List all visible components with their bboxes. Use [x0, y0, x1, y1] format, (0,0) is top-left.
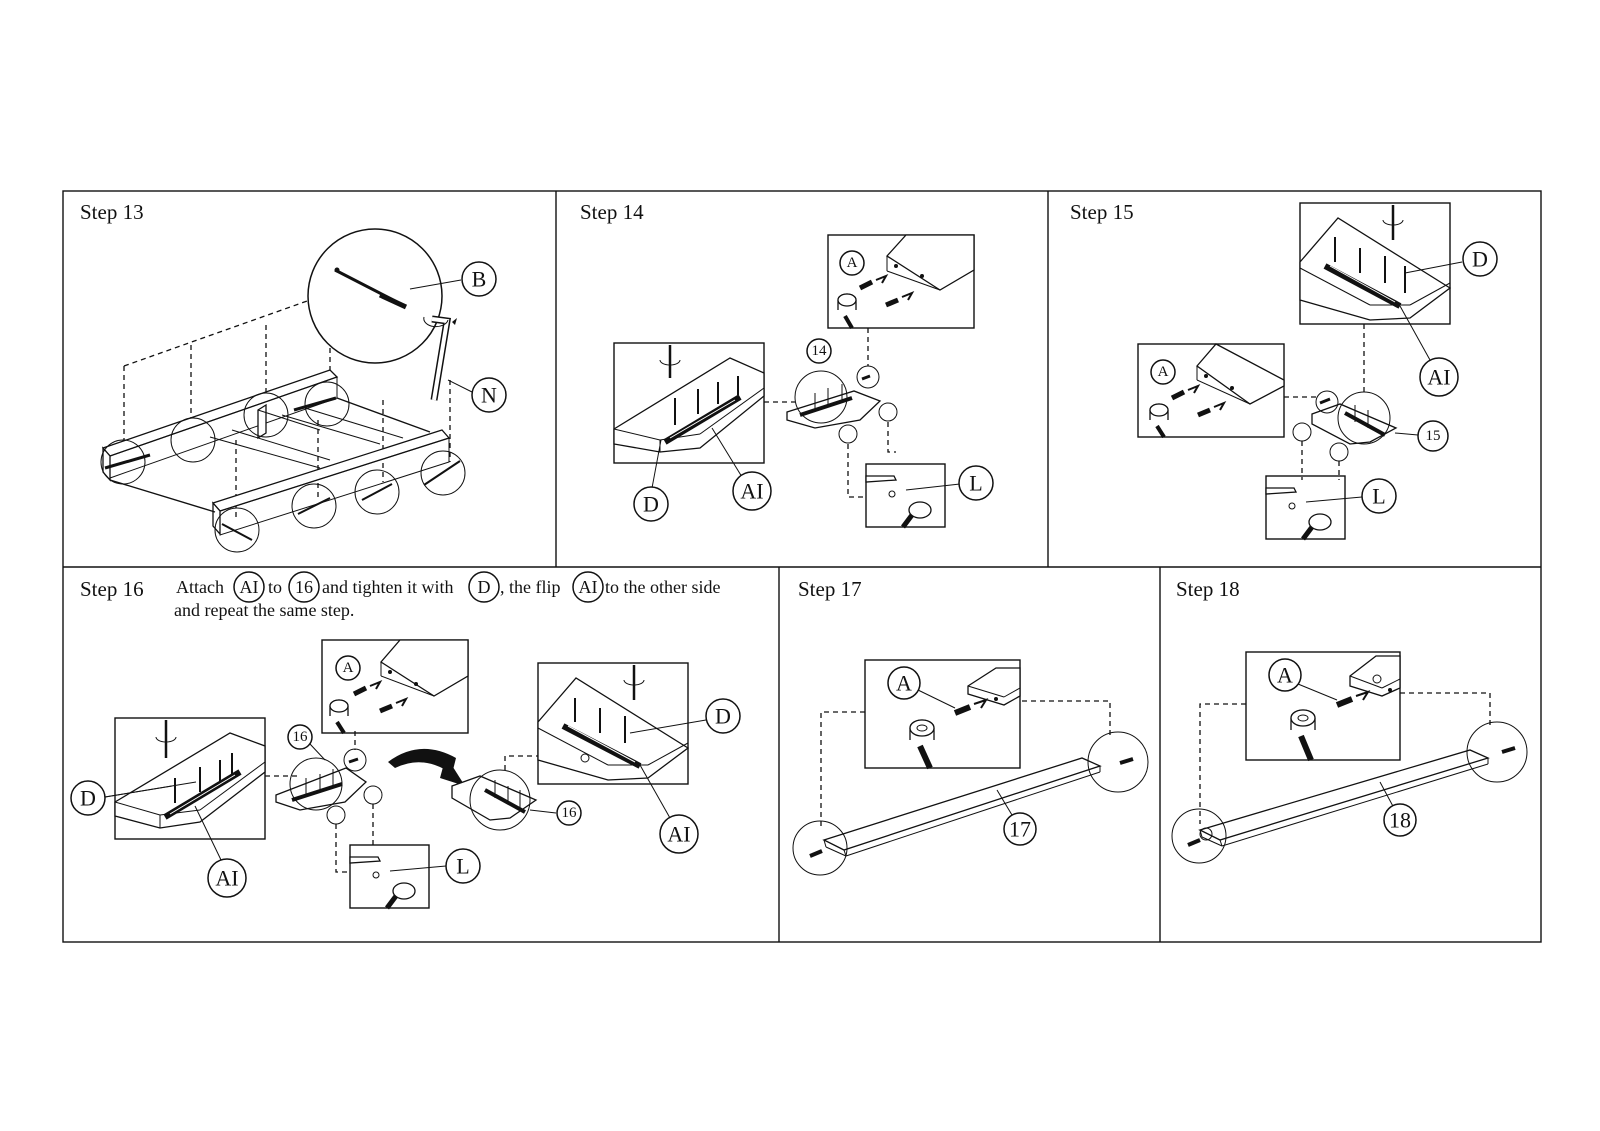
- step-16-label-d-right: D: [629, 698, 741, 734]
- step-17-dowel-box: A: [864, 659, 1021, 770]
- step-14-panel: Step 14 D AI: [580, 200, 994, 529]
- step-16-label-ai-left: AI: [194, 805, 247, 898]
- step-13-detail-circles: [100, 381, 466, 553]
- step-16-label-d-left: D: [70, 780, 197, 816]
- step-18-board: 18: [1171, 721, 1528, 864]
- step-18-panel: Step 18 A: [1171, 577, 1528, 864]
- step-16-part-16-right: 16: [451, 769, 582, 831]
- flip-arrow-icon: [388, 748, 465, 786]
- svg-text:L: L: [456, 854, 469, 879]
- svg-text:16: 16: [293, 729, 309, 745]
- svg-text:N: N: [481, 383, 497, 408]
- step-16-hammer-box: L: [349, 844, 481, 910]
- step-15-label-ai: AI: [1399, 305, 1459, 397]
- svg-text:AI: AI: [667, 822, 690, 847]
- step-17-board: 17: [792, 731, 1149, 876]
- step-15-label-d: D: [1404, 241, 1498, 277]
- svg-text:AI: AI: [740, 479, 763, 504]
- step-14-detail-box: [613, 342, 765, 464]
- step-14-part-14: 14: [786, 338, 898, 444]
- svg-text:A: A: [847, 255, 858, 271]
- step-18-dowel-box: A: [1245, 651, 1401, 762]
- step-16-dowel-box: A: [321, 639, 469, 735]
- svg-text:A: A: [896, 671, 912, 696]
- svg-text:A: A: [1277, 663, 1293, 688]
- svg-text:and tighten it with: and tighten it with: [322, 577, 453, 597]
- step-14-title: Step 14: [580, 200, 644, 224]
- step-16-label-ai-right: AI: [639, 764, 699, 854]
- step-14-label-ai: AI: [711, 427, 772, 511]
- step-16-panel: Step 16 Attach AI to 16 and tighten it w…: [70, 571, 741, 910]
- step-14-dowel-box: A: [827, 234, 975, 330]
- step-16-left-detail-box: [114, 717, 266, 840]
- svg-text:17: 17: [1009, 817, 1031, 842]
- panel-grid: [62, 190, 1542, 943]
- step-15-detail-box: [1299, 202, 1452, 325]
- svg-text:D: D: [643, 492, 659, 517]
- svg-text:D: D: [1472, 247, 1488, 272]
- svg-text:L: L: [1372, 484, 1385, 509]
- step-14-hammer-box: L: [865, 463, 994, 529]
- svg-text:AI: AI: [215, 866, 238, 891]
- step-13-title: Step 13: [80, 200, 144, 224]
- label-b-callout: B: [409, 261, 497, 297]
- svg-text:16: 16: [295, 577, 313, 597]
- step-15-panel: Step 15 D AI: [1070, 200, 1498, 541]
- step-15-dowel-box: A: [1137, 343, 1285, 439]
- svg-text:A: A: [1158, 364, 1169, 380]
- step-14-label-d: D: [633, 439, 669, 522]
- step-17-panel: Step 17 A: [792, 577, 1149, 876]
- svg-text:18: 18: [1389, 808, 1411, 833]
- svg-text:to the other side: to the other side: [605, 577, 720, 597]
- svg-text:14: 14: [812, 343, 828, 359]
- step-16-right-detail-box: [537, 662, 690, 785]
- svg-text:L: L: [969, 471, 982, 496]
- svg-text:15: 15: [1426, 428, 1441, 444]
- svg-text:A: A: [343, 660, 354, 676]
- svg-text:, the flip: , the flip: [500, 577, 561, 597]
- svg-text:AI: AI: [579, 577, 598, 597]
- step-13-frame-drawing: [101, 369, 451, 536]
- svg-text:16: 16: [562, 805, 578, 821]
- step-15-hammer-box: L: [1265, 475, 1397, 541]
- step-15-part-15: 15: [1292, 390, 1449, 462]
- svg-text:Attach: Attach: [176, 577, 224, 597]
- svg-text:D: D: [715, 704, 731, 729]
- svg-text:to: to: [268, 577, 282, 597]
- step-15-title: Step 15: [1070, 200, 1134, 224]
- svg-text:D: D: [478, 577, 491, 597]
- svg-text:and repeat the same step.: and repeat the same step.: [174, 600, 354, 620]
- allen-key-n-icon: [423, 315, 457, 401]
- step-13-guides: [123, 299, 451, 520]
- svg-text:AI: AI: [1427, 365, 1450, 390]
- svg-text:D: D: [80, 786, 96, 811]
- step-16-part-16-left: 16: [275, 724, 383, 825]
- step-18-title: Step 18: [1176, 577, 1240, 601]
- step-16-instruction: Attach AI to 16 and tighten it with D , …: [174, 571, 720, 620]
- step-13-panel: Step 13: [80, 200, 507, 553]
- step-13-magnifier: [307, 228, 443, 364]
- svg-text:B: B: [472, 267, 487, 292]
- label-n-callout: N: [447, 377, 507, 413]
- step-17-title: Step 17: [798, 577, 862, 601]
- step-16-title: Step 16: [80, 577, 144, 601]
- svg-text:AI: AI: [240, 577, 259, 597]
